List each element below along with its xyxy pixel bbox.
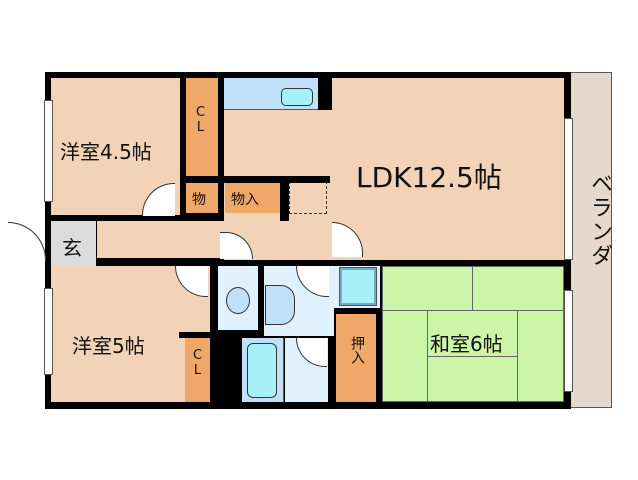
closet-top-label: CL <box>193 105 208 135</box>
closet-bottom <box>185 338 210 402</box>
storage-label: 物入 <box>231 192 259 208</box>
closet-bottom-label: CL <box>190 348 205 378</box>
window-east-japanese[interactable] <box>564 290 573 392</box>
tatami-mat <box>517 310 564 402</box>
storage-fill <box>225 183 280 213</box>
tatami-mat <box>382 310 428 402</box>
japanese-room <box>382 266 564 402</box>
balcony-label: ベランダ <box>587 172 612 268</box>
entrance <box>51 221 96 266</box>
tatami-mat <box>427 356 518 402</box>
entrance-label: 玄 <box>62 236 82 260</box>
window-west-top[interactable] <box>44 100 53 202</box>
window-east-ldk[interactable] <box>564 118 573 260</box>
bathtub-icon <box>247 343 277 398</box>
hallway <box>97 221 332 258</box>
storage-wall-right <box>280 176 289 221</box>
storage-wall <box>218 176 330 183</box>
storage-small <box>186 183 218 213</box>
closet-bottom-wall <box>179 332 210 338</box>
sink-icon <box>281 88 313 106</box>
ldk-label: LDK12.5帖 <box>356 161 502 194</box>
window-west-bottom[interactable] <box>44 288 53 375</box>
tatami-mat <box>382 266 473 311</box>
oshiire <box>336 314 376 402</box>
western-room-5-label: 洋室5帖 <box>72 334 145 358</box>
entrance-door[interactable] <box>8 222 46 261</box>
toilet-icon <box>226 287 250 314</box>
washbasin-icon <box>265 285 295 325</box>
oshiire-label: 押入 <box>349 336 365 364</box>
closet-top <box>186 78 218 176</box>
storage-small-label: 物 <box>192 192 206 208</box>
kitchen-wall <box>318 78 332 110</box>
japanese-room-label: 和室6帖 <box>430 332 503 356</box>
western-room-4-5-label: 洋室4.5帖 <box>60 140 152 164</box>
tatami-mat <box>472 266 564 311</box>
washing-machine-icon <box>339 267 377 306</box>
